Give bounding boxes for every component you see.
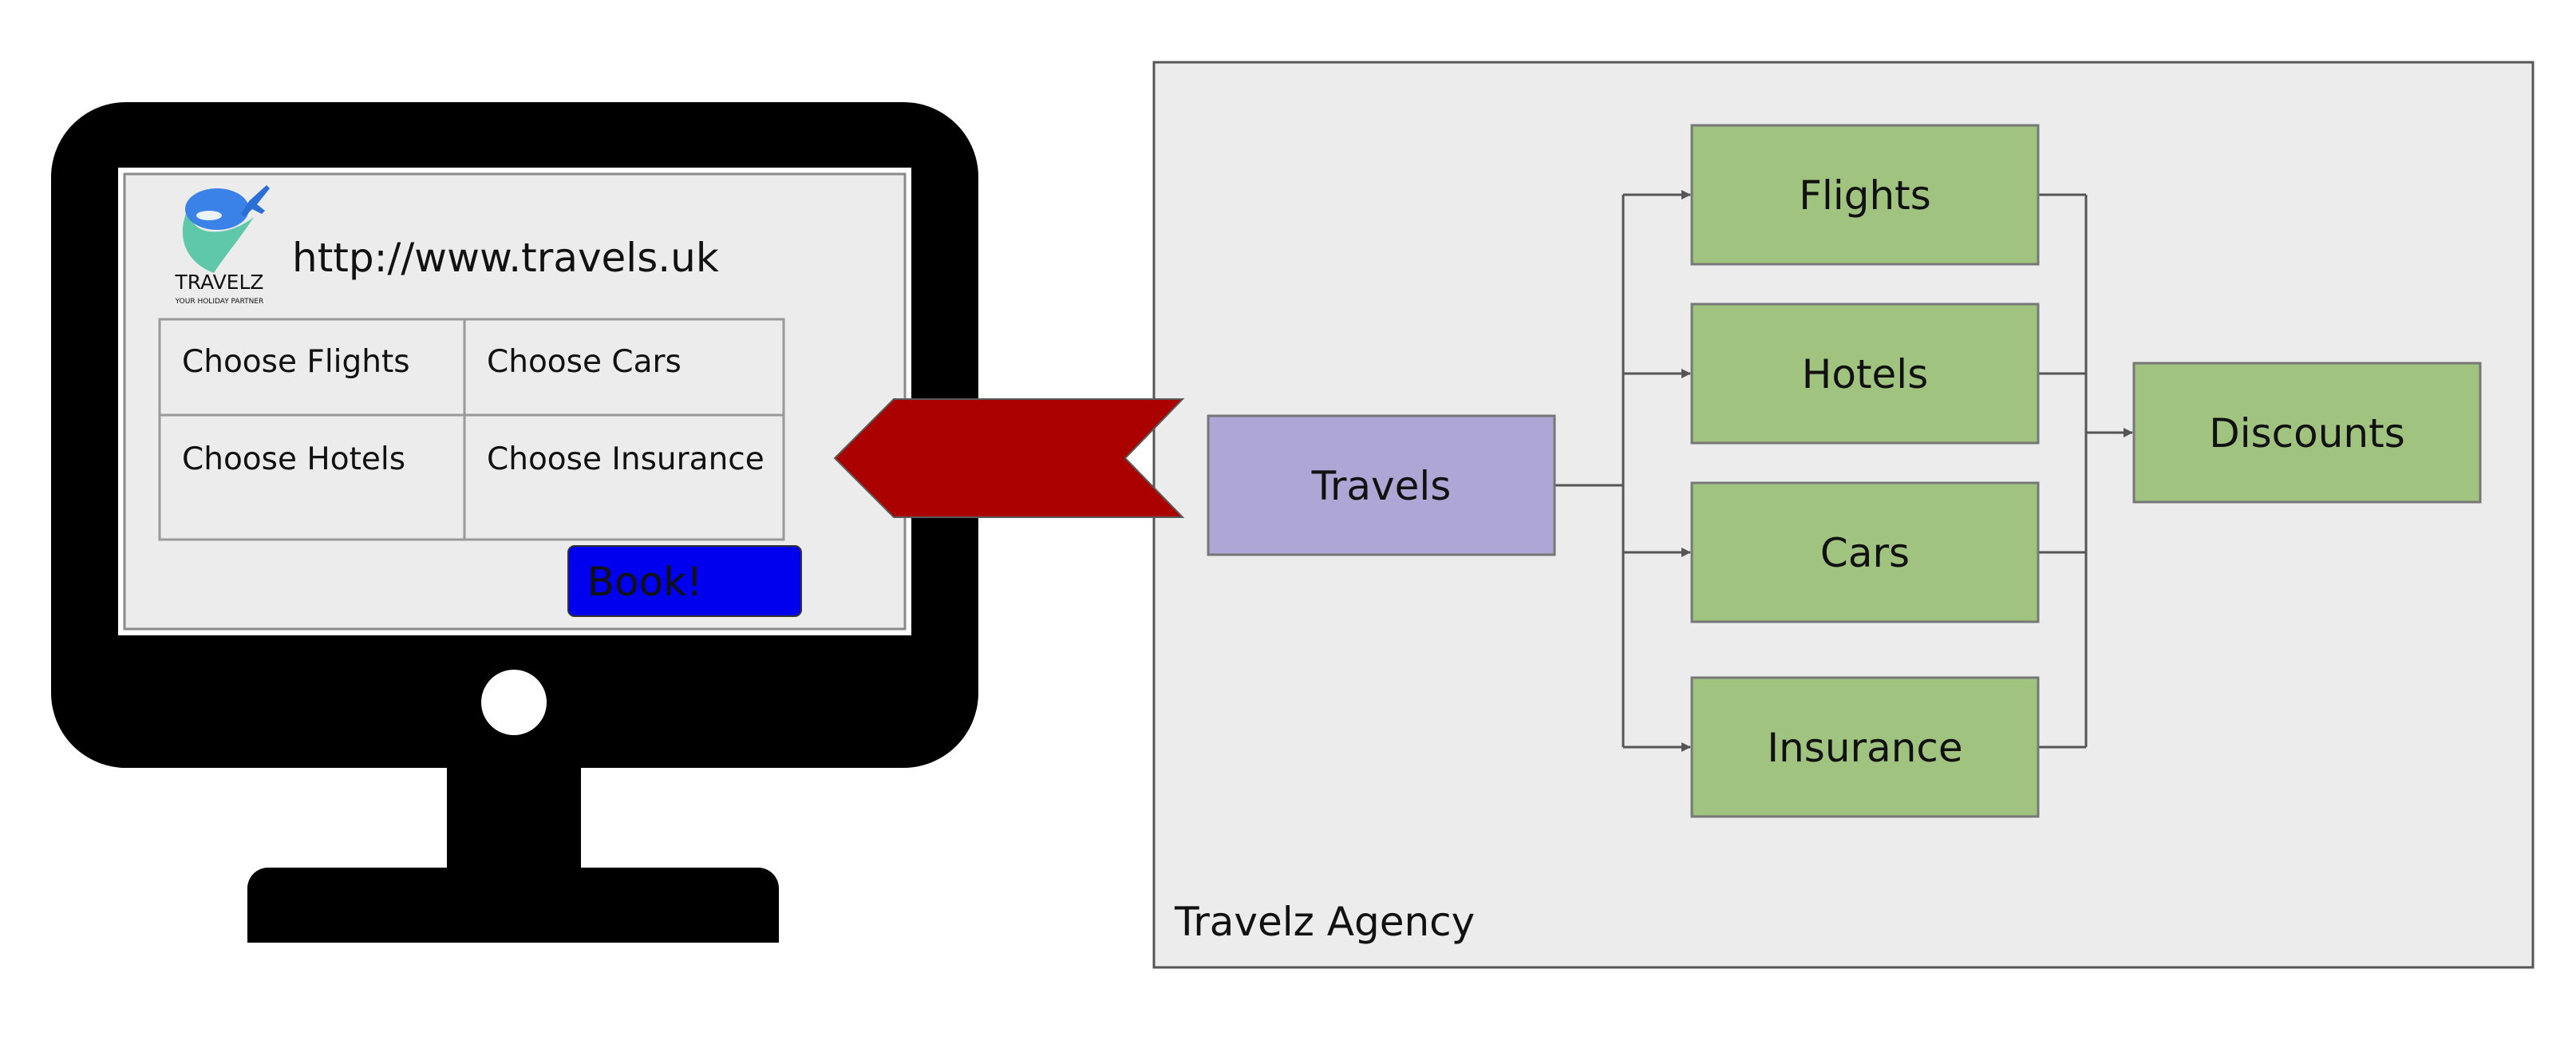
choice-grid: Choose Flights Choose Cars Choose Hotels… — [158, 318, 785, 541]
logo-globe-icon — [185, 188, 249, 230]
monitor-neck — [447, 762, 581, 872]
connectors — [1555, 190, 2133, 752]
logo-brand-text: TRAVELZ — [174, 271, 263, 294]
logo-tagline-text: YOUR HOLIDAY PARTNER — [175, 298, 264, 306]
choose-hotels-option[interactable]: Choose Hotels — [182, 441, 405, 477]
node-travels-label: Travels — [1311, 463, 1452, 509]
choose-flights-option[interactable]: Choose Flights — [182, 344, 410, 380]
monitor: TRAVELZ YOUR HOLIDAY PARTNER http://www.… — [51, 102, 978, 943]
book-button[interactable]: Book! — [567, 545, 802, 617]
node-hotels-label: Hotels — [1802, 351, 1929, 397]
travelz-logo: TRAVELZ YOUR HOLIDAY PARTNER — [174, 185, 270, 306]
node-cars: Cars — [1690, 481, 2040, 623]
node-travels: Travels — [1207, 414, 1556, 556]
arrow-to-monitor — [833, 398, 1185, 518]
monitor-power-button[interactable] — [481, 670, 547, 735]
node-discounts: Discounts — [2132, 362, 2482, 504]
node-insurance: Insurance — [1690, 676, 2040, 818]
logo-swoosh-icon — [182, 208, 254, 273]
node-flights-label: Flights — [1799, 172, 1931, 219]
choose-insurance-option[interactable]: Choose Insurance — [487, 441, 765, 477]
node-cars-label: Cars — [1820, 530, 1910, 576]
node-discounts-label: Discounts — [2209, 410, 2405, 457]
node-hotels: Hotels — [1690, 303, 2040, 445]
monitor-stand-bottom — [247, 910, 779, 943]
url-text: http://www.travels.uk — [292, 235, 719, 281]
agency-label: Travelz Agency — [1174, 899, 1475, 945]
choose-cars-option[interactable]: Choose Cars — [487, 344, 682, 380]
book-button-label[interactable]: Book! — [587, 559, 702, 605]
airplane-icon — [241, 185, 270, 217]
node-flights: Flights — [1690, 124, 2040, 266]
node-insurance-label: Insurance — [1767, 725, 1962, 771]
